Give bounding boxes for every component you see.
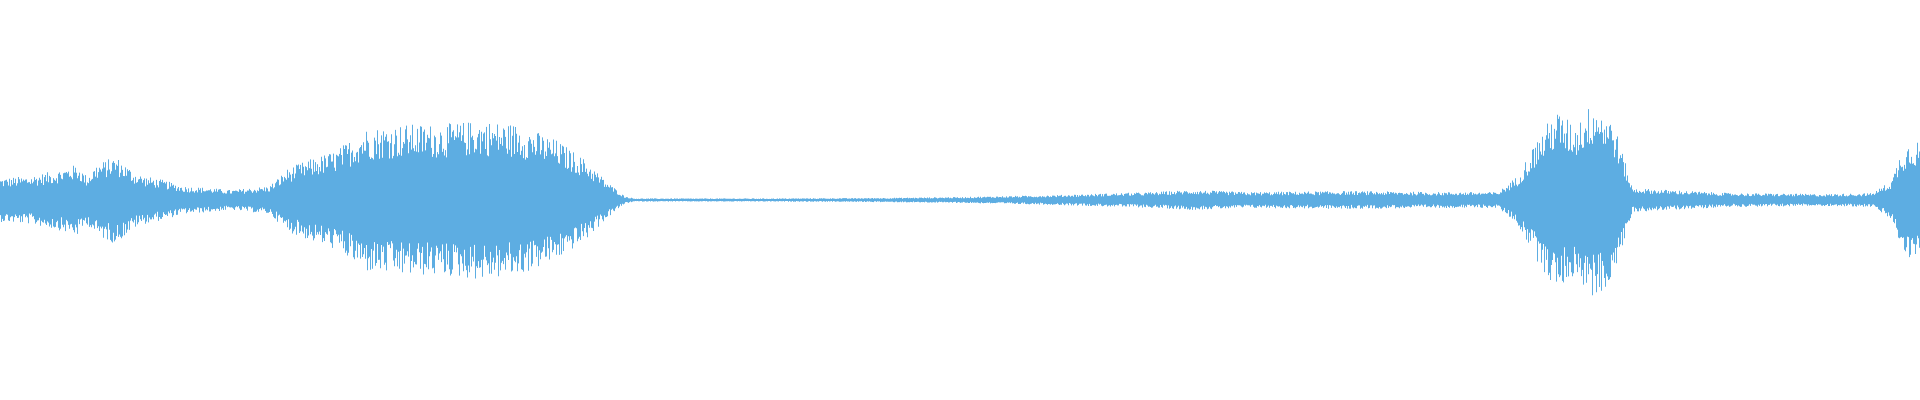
waveform-path [0,109,1920,296]
waveform-samples [0,109,1920,296]
